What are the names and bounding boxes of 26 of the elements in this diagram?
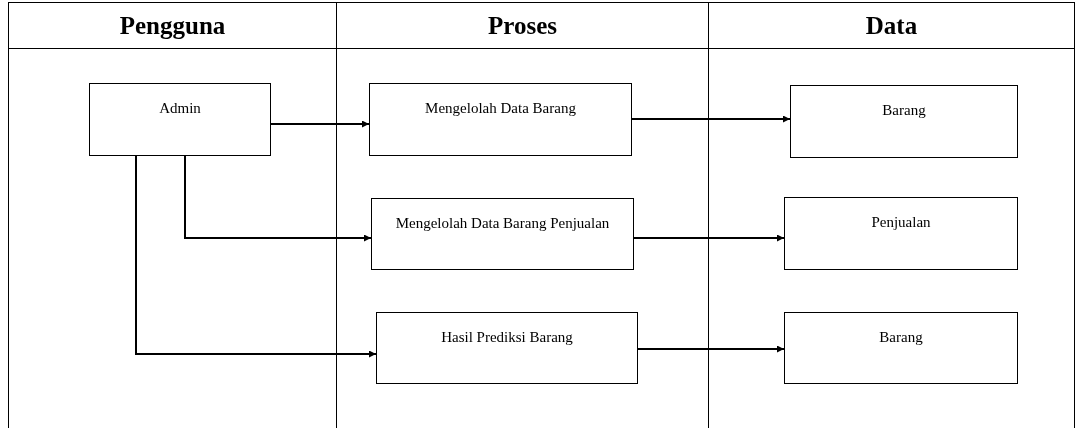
box-label: Mengelolah Data Barang	[425, 99, 576, 118]
process-box	[784, 197, 1018, 270]
process-box	[790, 85, 1018, 158]
box-label: Penjualan	[871, 213, 931, 232]
lane-header: Proses	[488, 13, 557, 38]
arrow	[637, 345, 785, 353]
box-label: Hasil Prediksi Barang	[441, 328, 573, 347]
box-label: Admin	[159, 99, 201, 118]
arrow	[184, 154, 372, 242]
arrow	[135, 154, 377, 358]
arrow	[633, 234, 785, 242]
lane-header: Pengguna	[119, 13, 226, 38]
process-box	[369, 83, 632, 156]
swimlane	[709, 2, 1075, 428]
lane-header: Data	[865, 13, 918, 38]
arrow	[631, 115, 791, 123]
process-box	[376, 312, 638, 384]
process-box	[784, 312, 1018, 384]
process-box	[89, 83, 271, 156]
swimlane	[337, 2, 709, 428]
box-label: Barang	[882, 101, 926, 120]
process-box	[371, 198, 634, 270]
box-label: Mengelolah Data Barang Penjualan	[395, 214, 610, 233]
swimlane	[8, 2, 337, 428]
box-label: Barang	[879, 328, 923, 347]
arrow	[269, 120, 370, 128]
